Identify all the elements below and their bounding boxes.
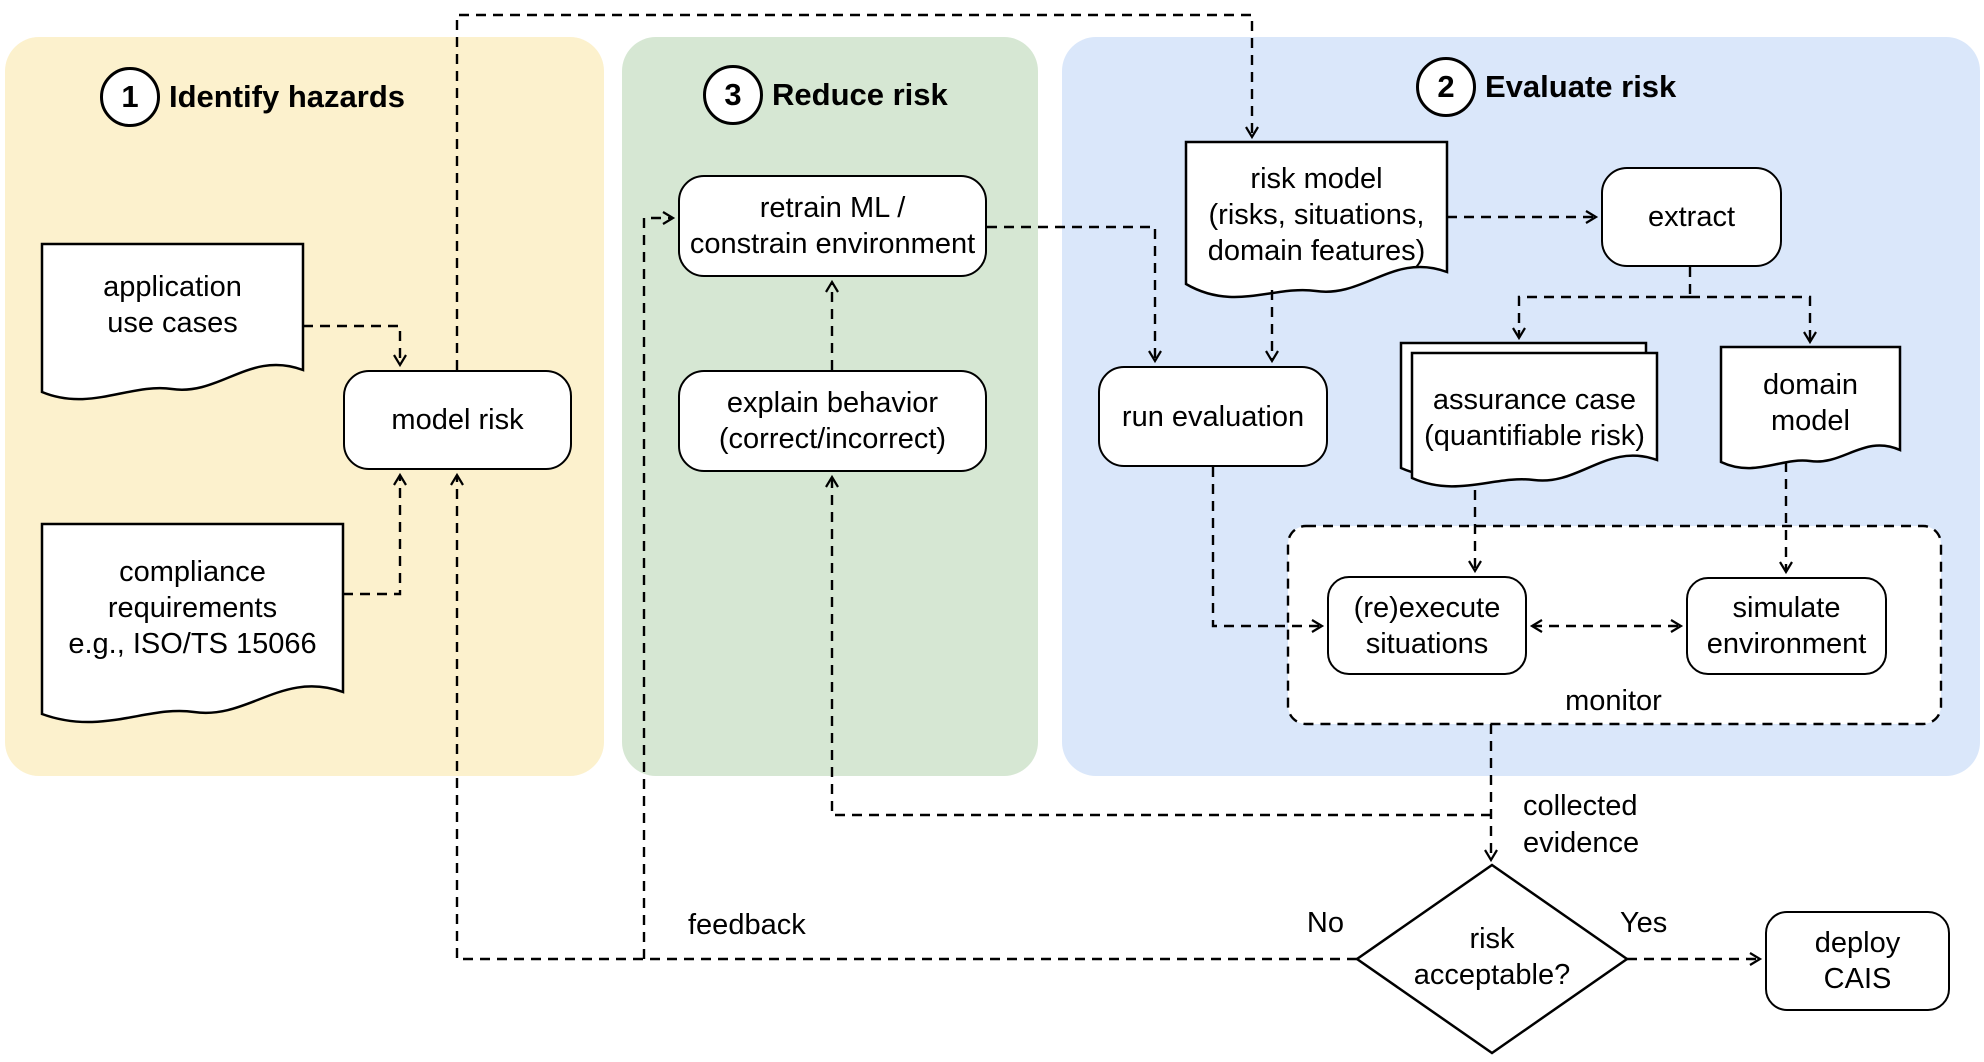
step-number-circle-1: 1 <box>100 67 160 127</box>
node-deploy-cais: deploy CAIS <box>1765 911 1950 1011</box>
panel-title-reduce-risk: Reduce risk <box>772 77 948 112</box>
monitor-label: monitor <box>1565 685 1662 717</box>
node-simulate-environment: simulate environment <box>1686 577 1887 675</box>
edge-extract-to-domain-model <box>1690 295 1817 345</box>
edge-compliance-to-model-risk <box>343 472 407 596</box>
node-extract: extract <box>1601 167 1782 267</box>
edge-application-to-model-risk <box>303 324 407 368</box>
step-number-3: 3 <box>724 77 742 112</box>
edge-run-evaluation-to-reexecute <box>1211 467 1325 633</box>
edge-label-yes: Yes <box>1620 907 1668 939</box>
panel-title-evaluate-risk: Evaluate risk <box>1485 69 1677 104</box>
decision-diamond-risk-acceptable <box>1354 863 1630 1055</box>
edge-model-risk-to-risk-model <box>455 13 1259 370</box>
step-number-2: 2 <box>1437 69 1455 104</box>
edge-feedback-to-model-risk <box>450 472 1357 961</box>
document-shape-application-use-cases <box>40 242 305 401</box>
document-shape-assurance-case-front <box>1410 351 1659 488</box>
node-run-evaluation: run evaluation <box>1098 366 1328 467</box>
step-number-circle-3: 3 <box>703 65 763 125</box>
node-assurance-case: assurance case (quantifiable risk) <box>1424 384 1645 452</box>
step-number-circle-2: 2 <box>1416 57 1476 117</box>
document-shape-risk-model <box>1184 140 1449 299</box>
edge-extract-to-assurance-case <box>1512 295 1690 341</box>
panel-header-reduce-risk: 3 Reduce risk <box>703 65 948 125</box>
node-domain-model: domain model <box>1762 368 1859 437</box>
document-shape-compliance-requirements <box>40 522 345 724</box>
edge-label-feedback: feedback <box>688 909 806 941</box>
node-application-use-cases: application use cases <box>103 271 242 339</box>
node-risk-model: risk model (risks, situations, domain fe… <box>1207 163 1426 267</box>
edge-feedback-to-retrain <box>642 211 676 959</box>
edge-label-collected-evidence: collected evidence <box>1523 790 1640 859</box>
edge-retrain-to-run-evaluation <box>987 225 1162 364</box>
node-compliance-requirements: compliance requirements e.g., ISO/TS 150… <box>68 556 317 660</box>
node-reexecute-situations: (re)execute situations <box>1327 576 1527 675</box>
panel-header-evaluate-risk: 2 Evaluate risk <box>1416 57 1676 117</box>
node-retrain-ml-constrain-environment: retrain ML / constrain environment <box>678 175 987 277</box>
panel-header-identify-hazards: 1 Identify hazards <box>100 67 405 127</box>
edge-label-no: No <box>1306 907 1344 939</box>
panel-title-identify-hazards: Identify hazards <box>169 79 405 114</box>
edge-evidence-to-explain <box>825 474 1491 817</box>
node-explain-behavior: explain behavior (correct/incorrect) <box>678 370 987 472</box>
node-risk-acceptable-question: risk acceptable? <box>1413 923 1571 991</box>
node-model-risk: model risk <box>343 370 572 470</box>
step-number-1: 1 <box>121 79 139 114</box>
document-shape-domain-model <box>1719 345 1902 470</box>
